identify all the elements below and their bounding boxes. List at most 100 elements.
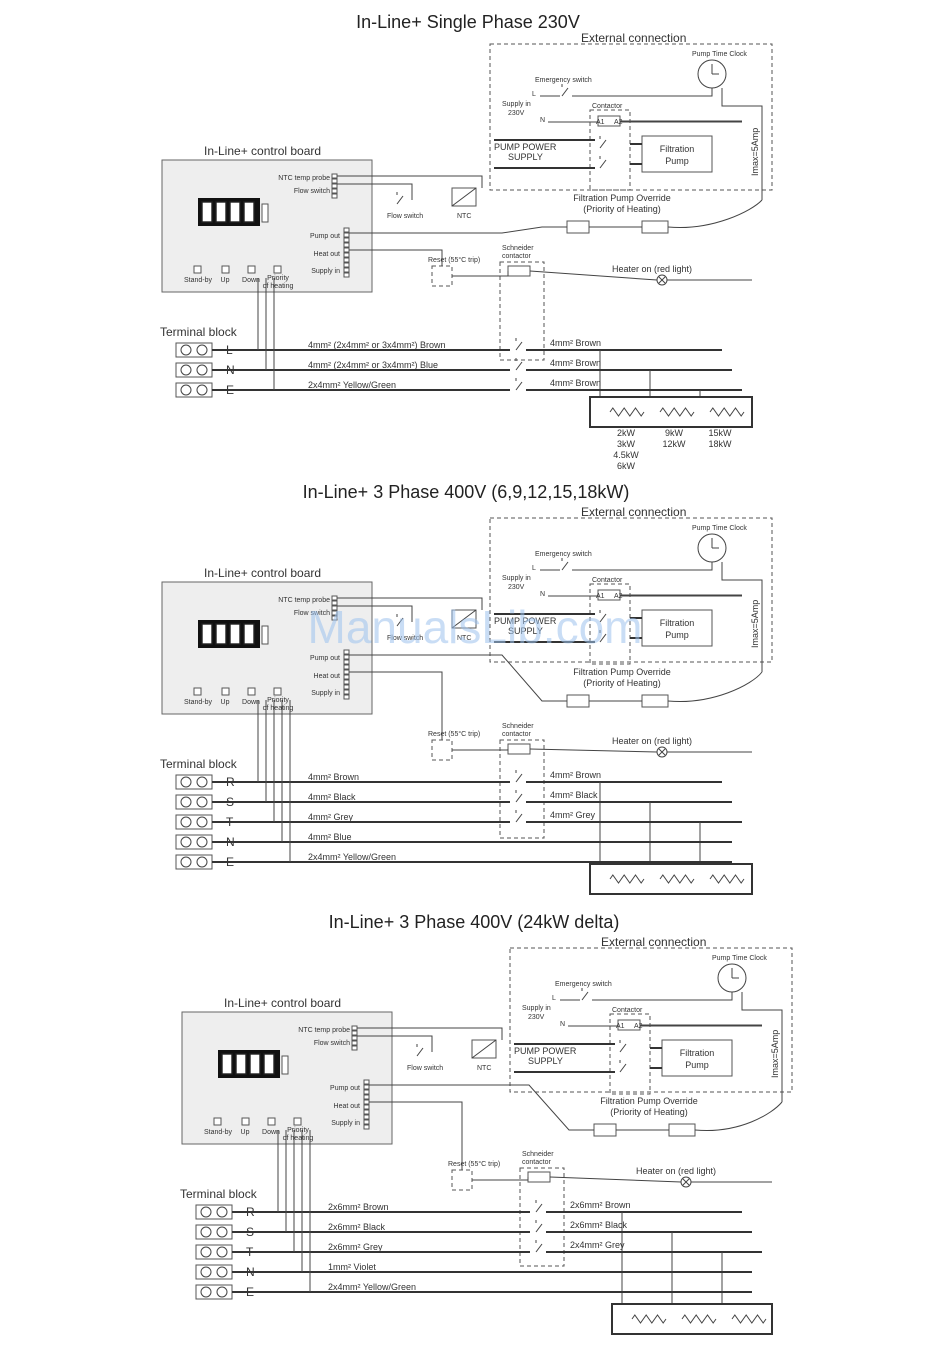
filtration-label: Filtration — [660, 618, 695, 628]
override-cable — [667, 671, 763, 703]
filtration-pump-box — [641, 609, 713, 647]
ntc-probe-port-label: NTC temp probe — [298, 1027, 350, 1034]
cable-label-t: 4mm² Grey — [308, 812, 354, 822]
terminal-screw-icon — [196, 796, 208, 808]
terminal-screw-icon — [216, 1246, 228, 1258]
power-rating-power-col2: 12kW — [662, 439, 686, 449]
heating-element-resistor — [659, 407, 695, 417]
heating-element-resistor — [709, 407, 745, 417]
terminal-screw-icon — [180, 344, 192, 356]
switch-contact — [535, 1243, 543, 1253]
pump-power-label: PUMP POWER — [514, 1046, 577, 1056]
terminal-block-label: Terminal block — [160, 325, 238, 339]
pump-power-label: PUMP POWER — [494, 616, 557, 626]
lamp-cross — [658, 276, 666, 284]
output-terminal — [363, 1099, 370, 1105]
supply-n-label: N — [540, 117, 545, 124]
reset-to-coil-wire — [452, 271, 509, 277]
terminal-screw-icon — [180, 796, 192, 808]
contactor-cable-label-1: 4mm² Brown — [550, 770, 601, 780]
board-button-standby — [193, 265, 202, 274]
cable-label-n: 1mm² Violet — [328, 1262, 376, 1272]
heater-element-box — [589, 396, 753, 428]
reset-label: Reset (55°C trip) — [428, 730, 480, 738]
output-terminal — [343, 684, 350, 690]
pump-supply-label: SUPPLY — [508, 152, 543, 162]
contactor-cable-label-1: 2x6mm² Brown — [570, 1200, 631, 1210]
supply-voltage-label: 230V — [508, 584, 525, 591]
a1-label: A1 — [616, 1023, 625, 1030]
output-terminal — [343, 232, 350, 238]
filtration-pump-box — [641, 135, 713, 173]
diagram-title: In-Line+ Single Phase 230V — [356, 12, 580, 32]
display-indicator — [281, 1055, 289, 1075]
power-rating-power-col1: 6kW — [617, 461, 636, 471]
contactor-cable-label-2: 4mm² Black — [550, 790, 598, 800]
switch-contact — [599, 159, 607, 169]
diagram-3: In-Line+ 3 Phase 400V (24kW delta)Extern… — [180, 912, 793, 1335]
board-button-standby — [213, 1117, 222, 1126]
standby-button-label: Stand-by — [184, 277, 213, 284]
supply-in-label: Supply in — [502, 101, 531, 108]
board-button-up — [241, 1117, 250, 1126]
ntc-slash — [471, 1039, 497, 1059]
pump-out-wire — [349, 226, 567, 234]
schneider-contactor-box — [519, 1167, 565, 1267]
supply-in-label: Supply in — [502, 575, 531, 582]
switch-contact — [416, 1047, 424, 1057]
schneider-label: Schneider — [502, 245, 534, 252]
ntc-label: NTC — [457, 213, 471, 220]
reset-thermostat-box — [431, 739, 453, 761]
terminal-screw-icon — [180, 364, 192, 376]
ntc-wire — [337, 597, 483, 610]
flow-switch-label: Flow switch — [387, 635, 423, 642]
terminal-screw-icon — [196, 384, 208, 396]
sensor-terminal — [351, 1040, 358, 1046]
heat-out-port-label: Heat out — [334, 1103, 361, 1110]
external-connection-title: External connection — [581, 505, 686, 519]
pump-out-port-label: Pump out — [310, 233, 340, 240]
ntc-probe-port-label: NTC temp probe — [278, 597, 330, 604]
pump-time-clock-label: Pump Time Clock — [692, 51, 747, 58]
reset-label: Reset (55°C trip) — [428, 256, 480, 264]
terminal-screw-icon — [200, 1286, 212, 1298]
seven-segment-digit — [215, 623, 227, 645]
filtration-pump-box — [661, 1039, 733, 1077]
external-connection-box — [509, 947, 793, 1093]
terminal-screw-icon — [180, 836, 192, 848]
schneider-coil — [507, 265, 531, 277]
output-terminal — [343, 247, 350, 253]
control-board-title: In-Line+ control board — [204, 144, 321, 158]
schneider-coil — [507, 743, 531, 755]
a2-label: A2 — [614, 593, 623, 600]
seven-segment-digit — [243, 201, 255, 223]
heating-element-resistor — [631, 1314, 667, 1324]
reset-to-coil-wire — [452, 749, 509, 751]
terminal-screw-icon — [196, 344, 208, 356]
contactor-cable-label-2: 2x6mm² Black — [570, 1220, 628, 1230]
reset-thermostat-box — [451, 1169, 473, 1191]
supply-in-port-label: Supply in — [311, 690, 340, 697]
switch-contact — [619, 1043, 627, 1053]
contactor-cable-label-3: 2x4mm² Grey — [570, 1240, 625, 1250]
ntc-wire — [357, 1027, 503, 1040]
switch-contact — [515, 361, 523, 371]
contactor-cable-label-1: 4mm² Brown — [550, 338, 601, 348]
flow-switch-port-label: Flow switch — [294, 610, 330, 617]
lamp-wire — [529, 748, 658, 753]
output-terminal — [343, 679, 350, 685]
terminal-screw-icon — [216, 1226, 228, 1238]
seven-segment-digit — [229, 623, 241, 645]
lamp-wire — [549, 1176, 682, 1183]
down-button-label: Down — [242, 277, 260, 284]
display-indicator — [261, 625, 269, 645]
terminal-screw-icon — [180, 776, 192, 788]
seven-segment-digit — [201, 201, 213, 223]
down-button-label: Down — [242, 699, 260, 706]
priority-of-heating-label: of heating — [263, 705, 294, 712]
up-button-label: Up — [221, 277, 230, 284]
priority-button-label: Priority — [267, 275, 289, 282]
terminal-block-label: Terminal block — [160, 757, 238, 771]
a1-label: A1 — [596, 593, 605, 600]
contactor-label: Contactor — [592, 103, 623, 110]
